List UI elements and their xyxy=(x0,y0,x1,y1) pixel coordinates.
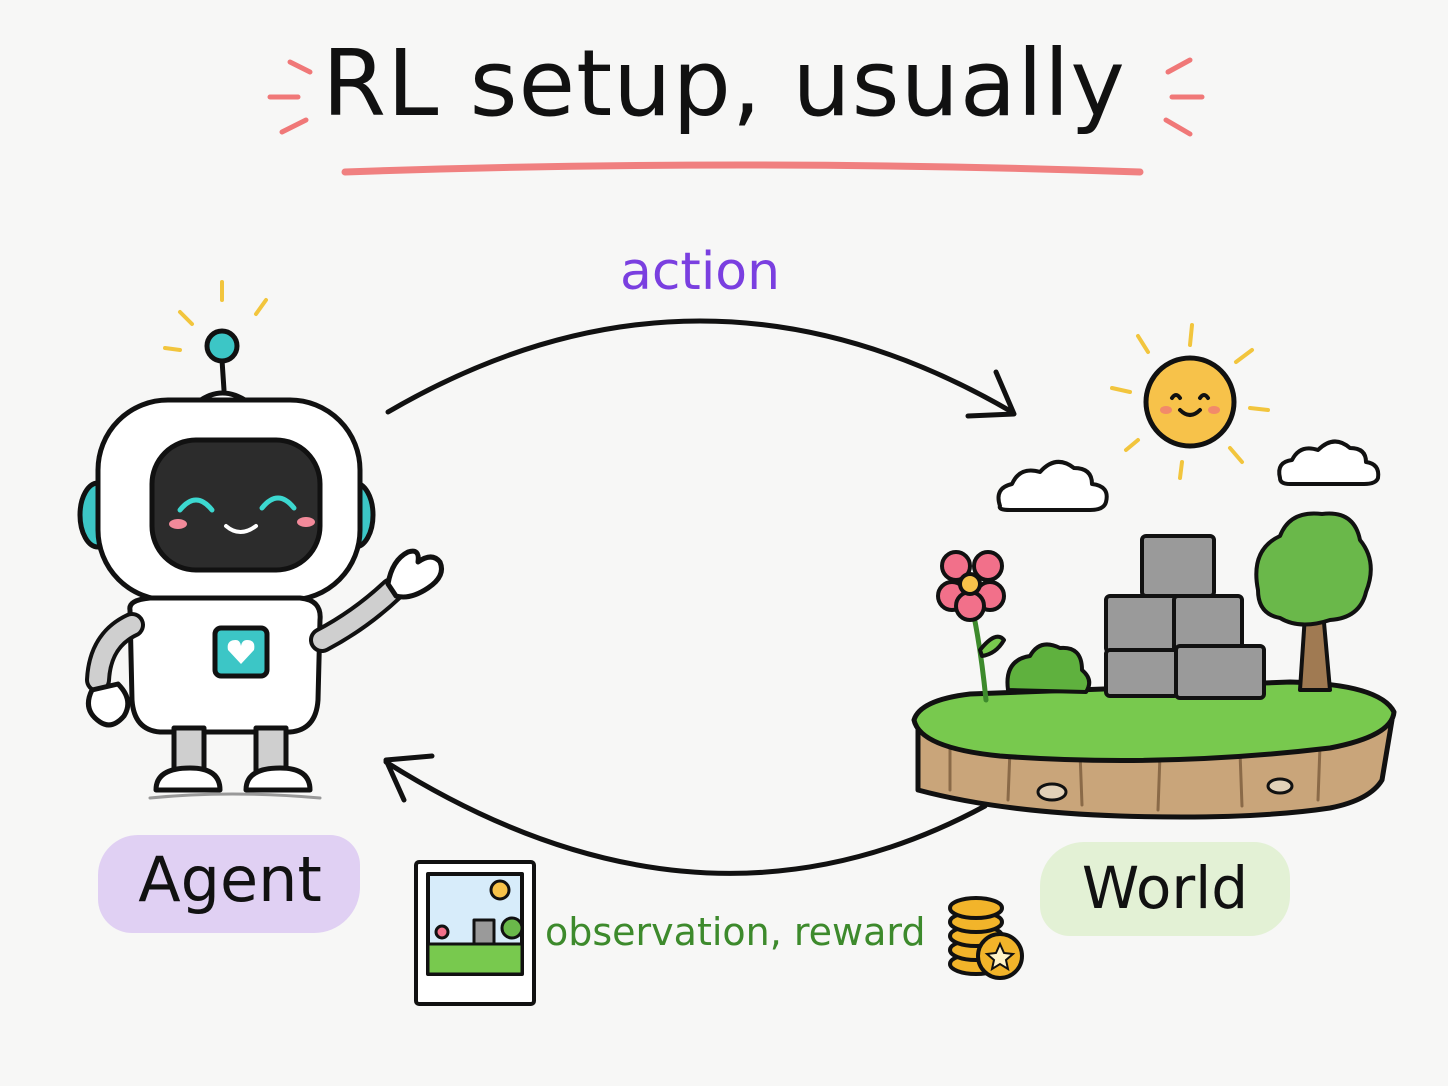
title-sparkles-right xyxy=(1163,57,1205,137)
agent-label: Agent xyxy=(138,843,322,916)
world-highlight xyxy=(1040,842,1290,936)
action-label: action xyxy=(619,242,781,302)
flower-icon xyxy=(936,550,1006,703)
observation-reward-label: observation, reward xyxy=(545,910,926,954)
action-arrowhead xyxy=(965,369,1017,419)
coins-icon xyxy=(948,896,1024,980)
observation-arrow xyxy=(383,759,988,876)
title-underline xyxy=(341,161,1144,176)
title-sparkles-left xyxy=(267,59,313,135)
cloud-icon xyxy=(1277,439,1381,486)
world-label: World xyxy=(1081,854,1249,922)
agent-highlight xyxy=(98,835,360,933)
bush-icon xyxy=(1005,642,1092,694)
stone-blocks-icon xyxy=(1104,534,1266,700)
robot-icon xyxy=(77,280,444,800)
sun-icon xyxy=(1110,323,1270,480)
floating-island-icon xyxy=(911,323,1397,820)
tree-icon xyxy=(1254,511,1373,692)
action-arrow xyxy=(385,318,1015,415)
observation-arrowhead xyxy=(383,753,435,803)
diagram-title: RL setup, usually xyxy=(322,30,1126,137)
snapshot-photo-icon xyxy=(414,860,536,1006)
cloud-icon xyxy=(996,460,1109,512)
